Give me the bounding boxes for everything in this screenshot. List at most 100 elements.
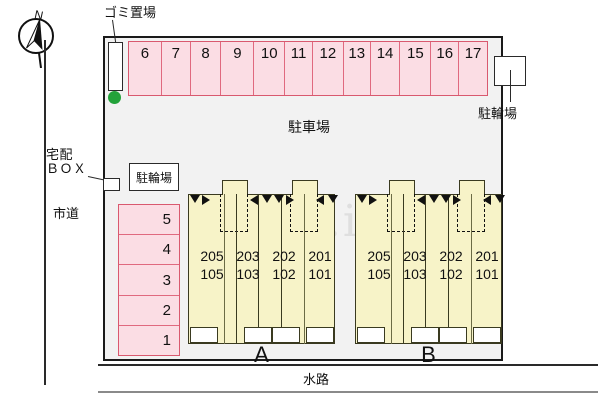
building-B-entrance-2 [411, 327, 439, 343]
building-A-entrance-3 [272, 327, 300, 343]
building-B-entrance-1 [357, 327, 385, 343]
building-A-entrance-1 [190, 327, 218, 343]
building-B-arrow-right-icon-2 [369, 195, 377, 205]
building-A-arrow-down-icon-4 [262, 195, 272, 203]
compass-north-letter: N [33, 8, 44, 23]
building-B-unit-divider-3 [425, 194, 426, 344]
building-A-arrow-down-icon-1 [190, 195, 200, 203]
unit-number-upper: 201 [308, 248, 332, 264]
building-B-stair-outline-1 [387, 194, 415, 232]
building-B-unit-divider-1 [391, 194, 392, 344]
green-marker-dot [108, 91, 121, 104]
unit-number-upper: 202 [272, 248, 296, 264]
building-A-unit-divider-3 [258, 194, 259, 344]
building-A-unit-divider-2 [236, 194, 237, 344]
bicycle-parking-label-right: 駐輪場 [478, 106, 518, 121]
building-B-stair-tower-2 [459, 180, 485, 195]
building-A-arrow-right-icon-6 [286, 195, 294, 205]
unit-number-lower: 103 [236, 265, 260, 282]
parking-stall-8: 8 [190, 42, 222, 95]
unit-number-upper: 201 [475, 248, 499, 264]
building-A-stair-tower-2 [292, 180, 318, 195]
waterway-top-line [98, 364, 598, 366]
unit-number-upper: 203 [236, 248, 260, 264]
building-B-arrow-left-icon-7 [483, 195, 491, 205]
building-B-arrow-left-icon-3 [417, 195, 425, 205]
unit-number-lower: 105 [200, 265, 224, 282]
building-A-stair-outline-1 [220, 194, 248, 232]
bicycle-parking-box-left: 駐輪場 [129, 163, 179, 191]
parking-stall-15: 15 [400, 42, 432, 95]
building-A-entrance-4 [306, 327, 334, 343]
building-A-entrance-2 [244, 327, 272, 343]
waterway-label: 水路 [303, 372, 330, 387]
parking-stall-11: 11 [285, 42, 313, 95]
garbage-area-box [108, 42, 123, 91]
building-A-arrow-left-icon-3 [250, 195, 258, 205]
building-B-entrance-3 [439, 327, 467, 343]
unit-number-lower: 103 [403, 265, 427, 282]
bicycle-right-leader-line [510, 70, 511, 102]
delivery-box-label-line2: ＢＯＸ [46, 161, 87, 177]
building-B-entrance-4 [473, 327, 501, 343]
building-A-arrow-left-icon-7 [316, 195, 324, 205]
parking-stall-3: 3 [119, 265, 179, 296]
building-B-unit-divider-5 [471, 194, 472, 344]
parking-stall-16: 16 [431, 42, 460, 95]
unit-number-lower: 102 [439, 265, 463, 282]
building-B-stair-tower-1 [389, 180, 415, 195]
building-A-arrow-down-icon-5 [274, 195, 284, 203]
unit-number-upper: 205 [367, 248, 391, 264]
parking-stall-9: 9 [221, 42, 255, 95]
parking-stall-6: 6 [129, 42, 162, 95]
building-A-unit-divider-5 [304, 194, 305, 344]
parking-stall-17: 17 [459, 42, 487, 95]
parking-stall-5: 5 [119, 205, 179, 236]
parking-stall-2: 2 [119, 295, 179, 326]
building-A-unit-divider-4 [281, 194, 282, 344]
building-A-arrow-right-icon-2 [202, 195, 210, 205]
building-B-arrow-down-icon-5 [441, 195, 451, 203]
building-B-arrow-down-icon-8 [495, 195, 505, 203]
garbage-area-label: ゴミ置場 [104, 5, 157, 20]
delivery-box-icon [103, 178, 120, 191]
parking-stall-10: 10 [254, 42, 286, 95]
building-name-A: A [254, 342, 269, 367]
building-A-body [188, 194, 335, 344]
waterway-bottom-line [98, 391, 598, 393]
delivery-box-label: 宅配 ＢＯＸ [46, 147, 87, 177]
building-B-unit-divider-2 [403, 194, 404, 344]
parking-stall-7: 7 [161, 42, 191, 95]
unit-number-lower: 105 [367, 265, 391, 282]
building-name-B: B [421, 342, 436, 367]
unit-number-upper: 205 [200, 248, 224, 264]
parking-stall-1: 1 [119, 325, 179, 356]
compass-north-icon: N [10, 7, 66, 69]
unit-number-upper: 202 [439, 248, 463, 264]
building-B-unit-divider-4 [448, 194, 449, 344]
building-A-arrow-down-icon-8 [328, 195, 338, 203]
city-road-line [44, 40, 46, 385]
parking-stall-12: 12 [312, 42, 344, 95]
building-B-body [355, 194, 502, 344]
unit-number-lower: 102 [272, 265, 296, 282]
unit-number-lower: 101 [475, 265, 499, 282]
city-road-label: 市道 [53, 206, 80, 221]
unit-number-lower: 101 [308, 265, 332, 282]
delivery-box-label-line1: 宅配 [46, 147, 74, 162]
parking-stall-13: 13 [343, 42, 371, 95]
unit-number-upper: 203 [403, 248, 427, 264]
